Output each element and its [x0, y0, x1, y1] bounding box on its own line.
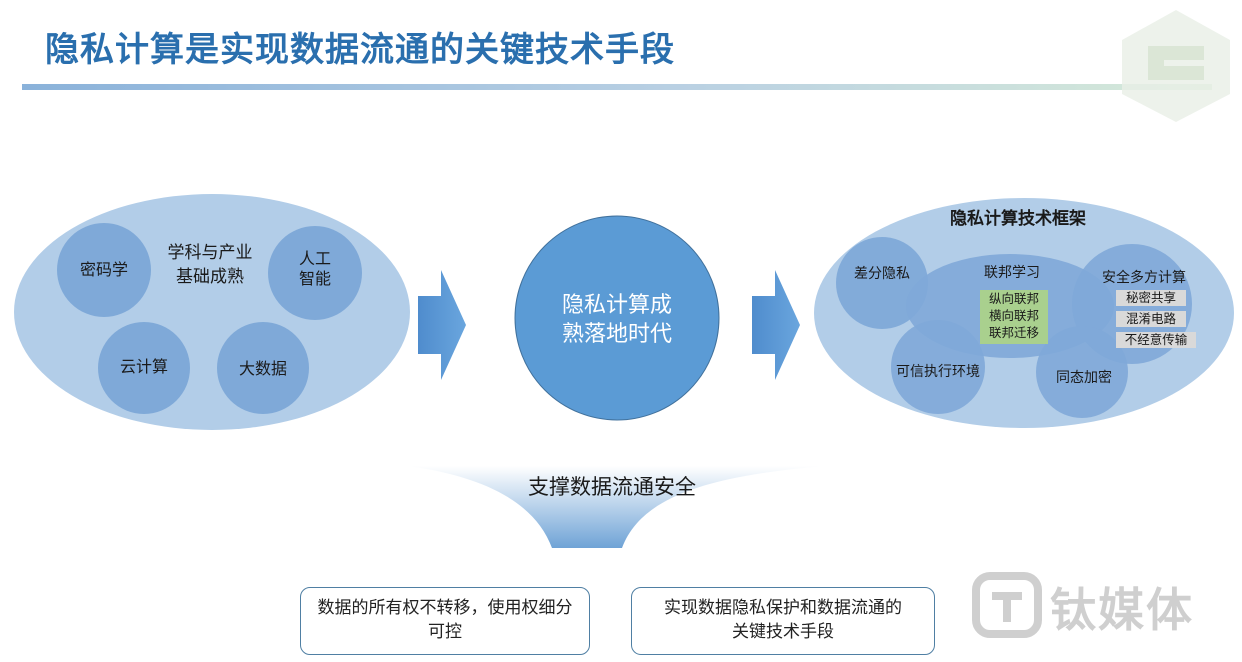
arrow-left-icon — [418, 270, 466, 380]
tee-label: 可信执行环境 — [896, 364, 980, 380]
foundation-label-line2: 基础成熟 — [176, 266, 244, 287]
dp-label: 差分隐私 — [854, 266, 910, 282]
bigdata-circle — [217, 322, 309, 414]
arrow-right-icon — [752, 270, 800, 380]
watermark: 钛媒体 — [972, 570, 1234, 640]
corner-logo-icon — [1122, 10, 1230, 122]
mpc-item-1: 秘密共享 — [1126, 290, 1176, 305]
ai-label-line2: 智能 — [299, 269, 331, 288]
key-tech-box: 实现数据隐私保护和数据流通的 关键技术手段 — [631, 587, 935, 655]
framework-header: 隐私计算技术框架 — [950, 208, 1086, 229]
key-tech-text-line1: 实现数据隐私保护和数据流通的 — [664, 598, 902, 618]
bigdata-label: 大数据 — [239, 359, 287, 378]
title-underline — [22, 84, 1212, 90]
he-circle — [1036, 326, 1128, 418]
support-funnel — [408, 466, 826, 548]
key-tech-text-line2: 关键技术手段 — [732, 622, 834, 642]
tee-circle — [891, 320, 985, 414]
dp-circle — [836, 237, 928, 329]
crypto-label: 密码学 — [80, 260, 128, 279]
middle-circle — [514, 215, 720, 421]
mpc-tag-1 — [1116, 290, 1186, 306]
fl-label: 联邦学习 — [984, 265, 1040, 281]
page-title: 隐私计算是实现数据流通的关键技术手段 — [45, 30, 675, 70]
watermark-text: 钛媒体 — [1050, 583, 1194, 637]
cloud-circle — [98, 322, 190, 414]
mpc-tag-2 — [1116, 311, 1186, 327]
middle-label-line2: 熟落地时代 — [562, 322, 672, 347]
fl-item-3: 联邦迁移 — [989, 325, 1039, 340]
ai-circle — [268, 226, 362, 320]
support-label: 支撑数据流通安全 — [528, 475, 696, 499]
ownership-text: 数据的所有权不转移，使用权细分可控 — [317, 598, 573, 642]
fl-tag-bg — [980, 290, 1048, 344]
mpc-label: 安全多方计算 — [1102, 269, 1186, 286]
foundation-label-line1: 学科与产业 — [168, 243, 253, 263]
cloud-label: 云计算 — [120, 357, 168, 376]
crypto-circle — [57, 223, 151, 317]
middle-label-line1: 隐私计算成 — [562, 293, 672, 318]
fl-item-1: 纵向联邦 — [989, 291, 1039, 306]
he-label: 同态加密 — [1056, 369, 1112, 386]
watermark-logo-icon — [972, 572, 1042, 638]
left-cluster: 密码学 人工 智能 云计算 大数据 学科与产业 基础成熟 — [14, 194, 410, 430]
mpc-item-3: 不经意传输 — [1125, 332, 1188, 347]
left-outer-ellipse — [14, 194, 410, 430]
mpc-item-2: 混淆电路 — [1126, 311, 1177, 326]
ai-label-line1: 人工 — [299, 249, 331, 268]
right-cluster: 隐私计算技术框架 差分隐私 联邦学习 安全多方计算 可信执行环境 同态加密 纵向… — [814, 198, 1234, 428]
fl-item-2: 横向联邦 — [989, 308, 1039, 323]
ownership-box: 数据的所有权不转移，使用权细分可控 — [300, 587, 590, 655]
mpc-tag-3 — [1116, 332, 1196, 348]
